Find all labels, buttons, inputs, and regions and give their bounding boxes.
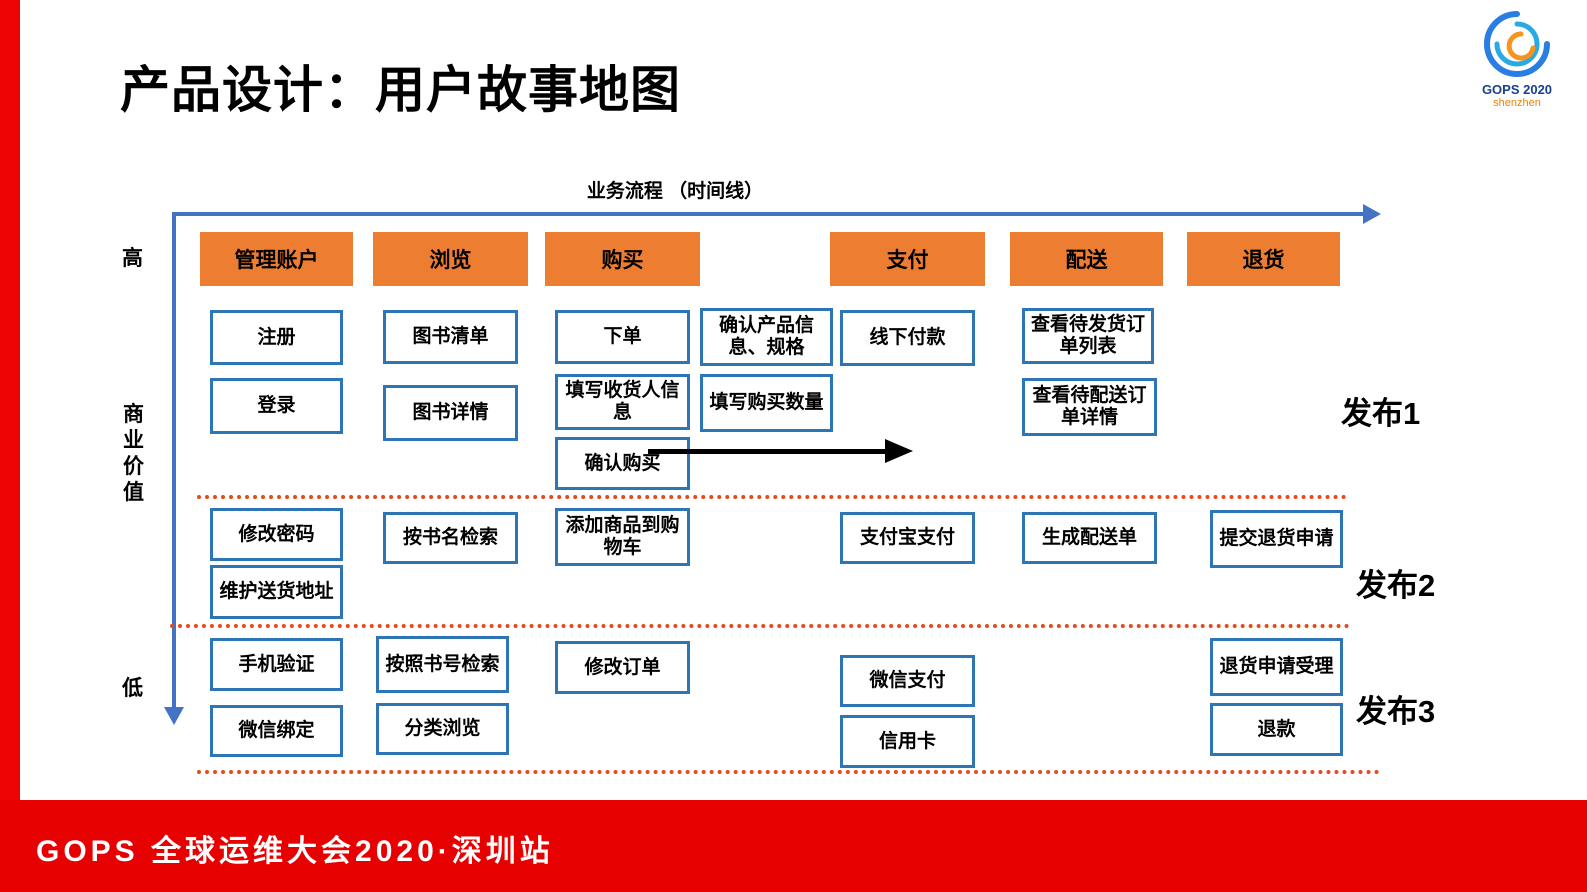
value-axis-arrow (164, 212, 184, 725)
card-alipay: 支付宝支付 (840, 512, 975, 564)
release-separator-3 (197, 770, 1380, 774)
left-red-bar (0, 0, 20, 892)
card-book-detail: 图书详情 (383, 385, 518, 441)
card-modify-order: 修改订单 (555, 641, 690, 694)
card-place-order: 下单 (555, 310, 690, 364)
release-separator-1 (197, 495, 1347, 499)
header-account: 管理账户 (200, 232, 353, 286)
card-generate-delivery-note: 生成配送单 (1022, 512, 1157, 564)
card-book-list: 图书清单 (383, 310, 518, 364)
card-view-pending-shipment: 查看待发货订单列表 (1022, 308, 1154, 364)
card-browse-category: 分类浏览 (376, 703, 509, 755)
header-payment: 支付 (830, 232, 985, 286)
release-1-label: 发布1 (1341, 396, 1421, 431)
card-fill-quantity: 填写购买数量 (700, 374, 833, 432)
card-offline-payment: 线下付款 (840, 310, 975, 366)
axis-label-low: 低 (122, 677, 143, 700)
card-login: 登录 (210, 378, 343, 434)
logo-name: GOPS 2020 (1481, 82, 1553, 97)
release-separator-2 (170, 624, 1350, 628)
footer-text: GOPS 全球运维大会2020·深圳站 (36, 835, 554, 868)
release-3-label: 发布3 (1356, 694, 1436, 729)
card-phone-verify: 手机验证 (210, 638, 343, 691)
gops-logo: GOPS 2020 shenzhen (1462, 8, 1572, 109)
card-search-by-name: 按书名检索 (383, 512, 518, 564)
header-delivery: 配送 (1010, 232, 1163, 286)
header-purchase: 购买 (545, 232, 700, 286)
release-2-label: 发布2 (1356, 568, 1436, 603)
axis-label-business-value: 商业价值 (123, 403, 144, 504)
card-view-pending-delivery: 查看待配送订单详情 (1022, 378, 1157, 436)
card-confirm-product-info: 确认产品信息、规格 (700, 308, 833, 366)
card-maintain-address: 维护送货地址 (210, 565, 343, 619)
card-fill-receiver-info: 填写收货人信息 (555, 374, 690, 430)
header-browse: 浏览 (373, 232, 528, 286)
card-confirm-purchase: 确认购买 (555, 437, 690, 490)
card-return-request-handling: 退货申请受理 (1210, 638, 1343, 696)
card-wechat-pay: 微信支付 (840, 655, 975, 707)
card-wechat-bind: 微信绑定 (210, 705, 343, 757)
logo-subtitle: shenzhen (1493, 97, 1541, 109)
card-register: 注册 (210, 310, 343, 365)
header-returns: 退货 (1187, 232, 1340, 286)
footer-red-bar (0, 800, 1587, 892)
page-title: 产品设计：用户故事地图 (120, 62, 681, 118)
card-refund: 退款 (1210, 703, 1343, 756)
timeline-arrow (172, 204, 1381, 224)
card-add-to-cart: 添加商品到购物车 (555, 508, 690, 566)
timeline-axis-label: 业务流程 （时间线） (586, 181, 764, 202)
card-submit-return-request: 提交退货申请 (1210, 510, 1343, 568)
flow-arrow (648, 439, 913, 463)
axis-label-high: 高 (122, 247, 143, 270)
card-credit-card: 信用卡 (840, 715, 975, 768)
gops-swirl-icon (1462, 8, 1572, 80)
card-change-password: 修改密码 (210, 508, 343, 561)
card-search-by-isbn: 按照书号检索 (376, 636, 509, 693)
